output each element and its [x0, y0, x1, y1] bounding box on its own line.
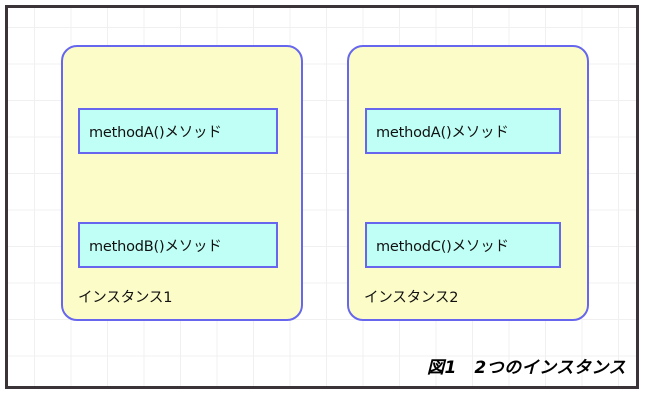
method-label: methodC()メソッド: [376, 238, 509, 255]
method-box-1-0[interactable]: methodA()メソッド: [78, 108, 278, 154]
method-box-2-0[interactable]: methodA()メソッド: [365, 108, 561, 154]
method-label: methodB()メソッド: [89, 238, 222, 255]
method-label: methodA()メソッド: [376, 124, 509, 141]
instance-card-1[interactable]: methodA()メソッド methodB()メソッド インスタンス1: [61, 45, 303, 321]
instance-label-2: インスタンス2: [364, 290, 459, 306]
method-label: methodA()メソッド: [89, 124, 222, 141]
instance-card-2[interactable]: methodA()メソッド methodC()メソッド インスタンス2: [347, 45, 589, 321]
figure-caption: 図1 2つのインスタンス: [427, 358, 626, 378]
instance-label-1: インスタンス1: [78, 290, 173, 306]
figure-frame: methodA()メソッド methodB()メソッド インスタンス1 meth…: [5, 5, 639, 389]
method-box-1-1[interactable]: methodB()メソッド: [78, 222, 278, 268]
method-box-2-1[interactable]: methodC()メソッド: [365, 222, 561, 268]
